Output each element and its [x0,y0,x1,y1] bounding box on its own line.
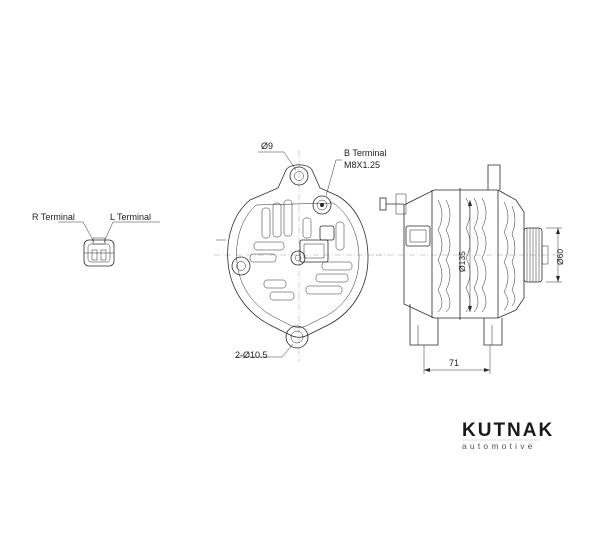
brand-logo: KUTNAK automotive [462,421,554,451]
stator-fins [437,197,516,313]
body-diameter-label: Ø135 [457,251,467,272]
mount-width-label: 71 [449,358,460,368]
alternator-rear-view [214,150,382,362]
pulley-diameter-label: Ø60 [555,248,565,265]
alternator-side-view [376,164,562,374]
mount-hole-diameter-label: 2-Ø10.5 [235,350,268,360]
r-terminal-label: R Terminal [32,212,75,222]
brand-tagline: automotive [462,441,536,451]
l-terminal-label: L Terminal [110,212,152,222]
connector-plug-drawing [58,221,160,267]
brand-name: KUTNAK [462,420,555,441]
pulley-drawing [523,227,549,283]
top-hole-diameter-label: Ø9 [261,141,274,151]
rear-view-leaders [236,151,342,358]
b-terminal-label: B Terminal [344,148,387,158]
rear-cover-slots [249,199,353,301]
b-terminal-thread-label: M8X1.25 [344,160,381,170]
